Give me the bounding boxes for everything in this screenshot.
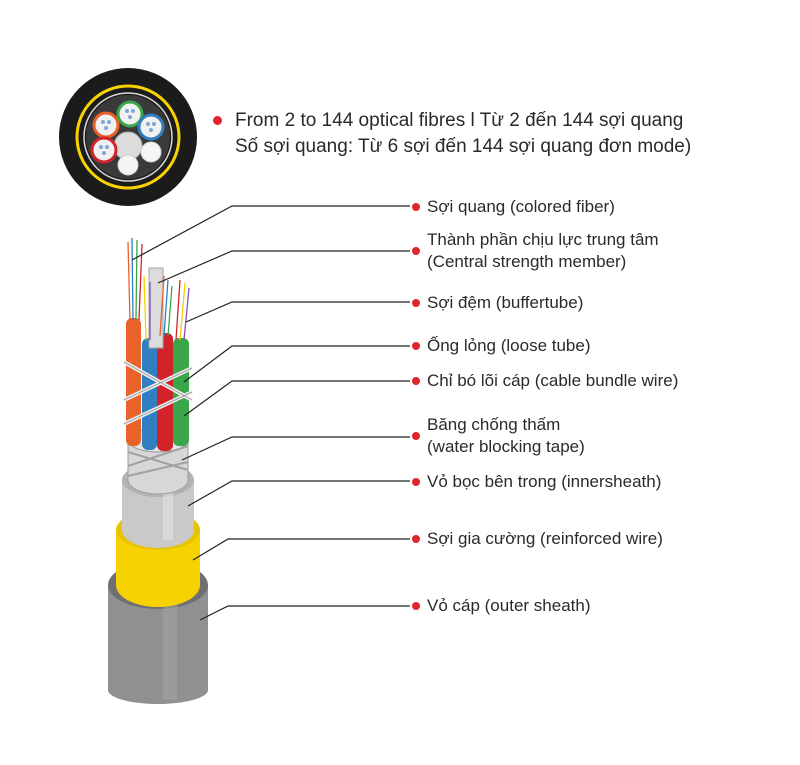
- label-central-strength-member: Thành phần chịu lực trung tâm (Central s…: [412, 229, 659, 273]
- leader-lines: [131, 205, 410, 621]
- header-block: From 2 to 144 optical fibres l Từ 2 đến …: [213, 108, 691, 160]
- cross-section-icon: [59, 68, 197, 206]
- label-colored-fiber: Sợi quang (colored fiber): [412, 196, 615, 218]
- label-outer-sheath: Vỏ cáp (outer sheath): [412, 595, 590, 617]
- label-text: Sợi quang (colored fiber): [427, 197, 615, 216]
- label-water-blocking-tape: Băng chống thấm (water blocking tape): [412, 414, 585, 458]
- label-text: Sợi gia cường (reinforced wire): [427, 529, 663, 548]
- label-text: Sợi đệm (buffertube): [427, 293, 584, 312]
- label-text-line-1: Thành phần chịu lực trung tâm: [427, 230, 659, 249]
- label-loose-tube: Ống lỏng (loose tube): [412, 335, 591, 357]
- label-cable-bundle-wire: Chỉ bó lõi cáp (cable bundle wire): [412, 370, 678, 392]
- bullet-icon: [412, 203, 420, 211]
- bullet-icon: [412, 432, 420, 440]
- label-text: Vỏ bọc bên trong (innersheath): [427, 472, 662, 491]
- label-text: Ống lỏng (loose tube): [427, 336, 591, 355]
- bullet-icon: [412, 247, 420, 255]
- bullet-icon: [412, 478, 420, 486]
- bullet-icon: [412, 535, 420, 543]
- label-text-line-1: Băng chống thấm: [427, 415, 561, 434]
- label-text-line-2: (Central strength member): [427, 252, 627, 271]
- label-text-line-2: (water blocking tape): [427, 437, 585, 456]
- header-line-2: Số sợi quang: Từ 6 sợi đến 144 sợi quang…: [235, 136, 692, 157]
- label-reinforced-wire: Sợi gia cường (reinforced wire): [412, 528, 663, 550]
- label-text: Vỏ cáp (outer sheath): [427, 596, 591, 615]
- label-text: Chỉ bó lõi cáp (cable bundle wire): [427, 371, 679, 390]
- label-inner-sheath: Vỏ bọc bên trong (innersheath): [412, 471, 661, 493]
- label-buffer-tube: Sợi đệm (buffertube): [412, 292, 583, 314]
- bullet-icon: [213, 116, 222, 125]
- header-line-1: From 2 to 144 optical fibres l Từ 2 đến …: [235, 110, 684, 131]
- bullet-icon: [412, 342, 420, 350]
- bullet-icon: [412, 377, 420, 385]
- bullet-icon: [412, 299, 420, 307]
- cable-illustration: [108, 237, 208, 704]
- bullet-icon: [412, 602, 420, 610]
